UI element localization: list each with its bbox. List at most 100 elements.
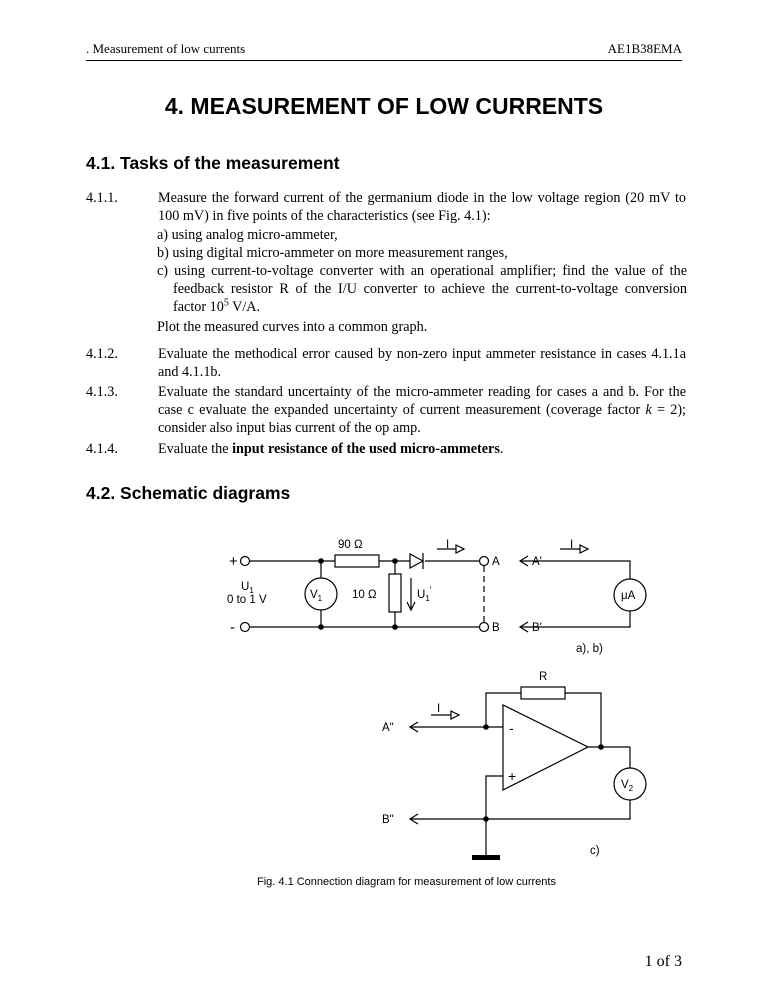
- coverage-factor-symbol: k: [645, 402, 652, 418]
- subitem-c-exponent: 5: [223, 297, 229, 309]
- label-a-prime: A': [532, 556, 542, 568]
- return-wire: [410, 800, 631, 820]
- noninverting-input-wire: [485, 775, 503, 855]
- task-text-part: = 2); consider also input bias current o…: [158, 402, 686, 436]
- label-i-c: I: [437, 703, 440, 715]
- subitem-a: a) using analog micro-ammeter,: [157, 227, 338, 243]
- junction-dot: [598, 744, 604, 750]
- label-u1-sub: 1: [249, 586, 254, 595]
- junction-dot: [483, 816, 489, 822]
- task-number: 4.1.3.: [86, 384, 118, 400]
- task-text: Measure the forward current of the germa…: [158, 190, 686, 224]
- page-number: 1 of 3: [644, 953, 682, 970]
- ammeter-wire-bottom: [520, 611, 631, 628]
- task-text: Evaluate the input resistance of the use…: [158, 440, 686, 458]
- resistor-10-ohm: [388, 573, 402, 613]
- arrow-a-double-prime: [408, 721, 419, 733]
- junction-dot: [483, 724, 489, 730]
- top-wire: [250, 554, 480, 568]
- current-arrowhead: [450, 710, 461, 720]
- label-v1-main: V: [310, 589, 318, 601]
- task-number: 4.1.2.: [86, 346, 118, 362]
- subitem-c-text: c) using current-to-voltage converter wi…: [157, 263, 687, 315]
- task-4-1-3: 4.1.3. Evaluate the standard uncertainty…: [86, 383, 686, 437]
- page-title: 4. MEASUREMENT OF LOW CURRENTS: [164, 93, 604, 119]
- running-header-title: . Measurement of low currents: [86, 41, 246, 56]
- task-4-1-2: 4.1.2. Evaluate the methodical error cau…: [86, 345, 686, 381]
- task-text-part: Evaluate the: [158, 441, 233, 457]
- label-u1-prime: U1': [417, 585, 432, 603]
- task-number: 4.1.4.: [86, 441, 118, 457]
- current-arrowhead: [455, 544, 466, 554]
- label-ab: a), b): [576, 643, 603, 655]
- figure-caption: Fig. 4.1 Connection diagram for measurem…: [257, 876, 556, 888]
- label-u1p-mark: ': [430, 585, 432, 595]
- ammeter-wire-top: [520, 560, 631, 579]
- label-b: B: [492, 622, 500, 634]
- label-u1p-sub: 1: [425, 594, 430, 603]
- running-header-code: AE1B38EMA: [607, 41, 682, 56]
- subitem-c: c) using current-to-voltage converter wi…: [157, 262, 687, 316]
- task-text: Evaluate the standard uncertainty of the…: [158, 383, 686, 437]
- feedback-wire-left: [485, 692, 521, 727]
- label-v2-sub: 2: [629, 784, 634, 793]
- section-heading-schematics: 4.2. Schematic diagrams: [86, 483, 291, 503]
- label-b-double-prime: B": [382, 814, 394, 826]
- label-plus: +: [229, 553, 238, 570]
- arrow-b-double-prime: [408, 813, 419, 825]
- label-c: c): [590, 845, 600, 857]
- subitem-b: b) using digital micro-ammeter on more m…: [157, 245, 508, 261]
- task-text-part: .: [499, 441, 504, 457]
- label-v1-sub: 1: [318, 594, 323, 603]
- task-4-1-1: 4.1.1. Measure the forward current of th…: [86, 189, 686, 225]
- header-rule: [86, 60, 682, 61]
- junction-dot: [392, 558, 398, 564]
- label-v2: V2: [621, 779, 634, 793]
- opamp-symbol: [502, 704, 590, 791]
- label-range: 0 to 1 V: [227, 594, 267, 606]
- task-text-part: Evaluate the standard uncertainty of the…: [158, 384, 686, 418]
- task-text-bold: input resistance of the used micro-ammet…: [232, 441, 500, 457]
- label-i-a: I: [446, 539, 449, 551]
- label-v1: V1: [310, 589, 323, 603]
- terminal-minus: [239, 621, 251, 633]
- label-opamp-plus: +: [508, 768, 516, 784]
- junction-dot: [318, 558, 324, 564]
- current-arrowhead: [579, 544, 590, 554]
- label-v2-main: V: [621, 779, 629, 791]
- terminal-a: [478, 555, 490, 567]
- label-u1-main: U: [241, 581, 249, 593]
- junction-dot: [318, 624, 324, 630]
- label-a: A: [492, 556, 500, 568]
- diode-symbol: [409, 552, 425, 570]
- voltmeter-v1-icon: [304, 577, 338, 611]
- task-text: Evaluate the methodical error caused by …: [158, 346, 686, 380]
- resistor-r: [520, 686, 566, 700]
- junction-dot: [392, 624, 398, 630]
- label-u1p-main: U: [417, 589, 425, 601]
- label-u1: U1: [241, 581, 254, 595]
- microammeter-icon: [613, 578, 647, 612]
- feedback-wire-right: [565, 692, 602, 747]
- label-b-prime: B': [532, 622, 542, 634]
- label-r: R: [539, 671, 547, 683]
- arrow-b-prime: [518, 621, 529, 633]
- terminal-b: [478, 621, 490, 633]
- label-a-double-prime: A": [382, 722, 394, 734]
- arrow-a-prime: [518, 555, 529, 567]
- plot-instruction: Plot the measured curves into a common g…: [157, 319, 428, 335]
- voltage-arrowhead: [406, 601, 416, 612]
- label-i-b: I: [570, 539, 573, 551]
- terminal-plus: [239, 555, 251, 567]
- task-4-1-1-subitems: a) using analog micro-ammeter, b) using …: [157, 226, 687, 316]
- task-number: 4.1.1.: [86, 190, 118, 206]
- ground-icon: [472, 855, 500, 860]
- label-r90: 90 Ω: [338, 539, 363, 551]
- label-minus: -: [230, 619, 235, 636]
- subitem-c-unit: V/A.: [228, 299, 261, 315]
- label-opamp-minus: -: [509, 720, 514, 736]
- label-microampere: μA: [621, 590, 636, 602]
- section-heading-tasks: 4.1. Tasks of the measurement: [86, 153, 340, 173]
- label-r10: 10 Ω: [352, 589, 377, 601]
